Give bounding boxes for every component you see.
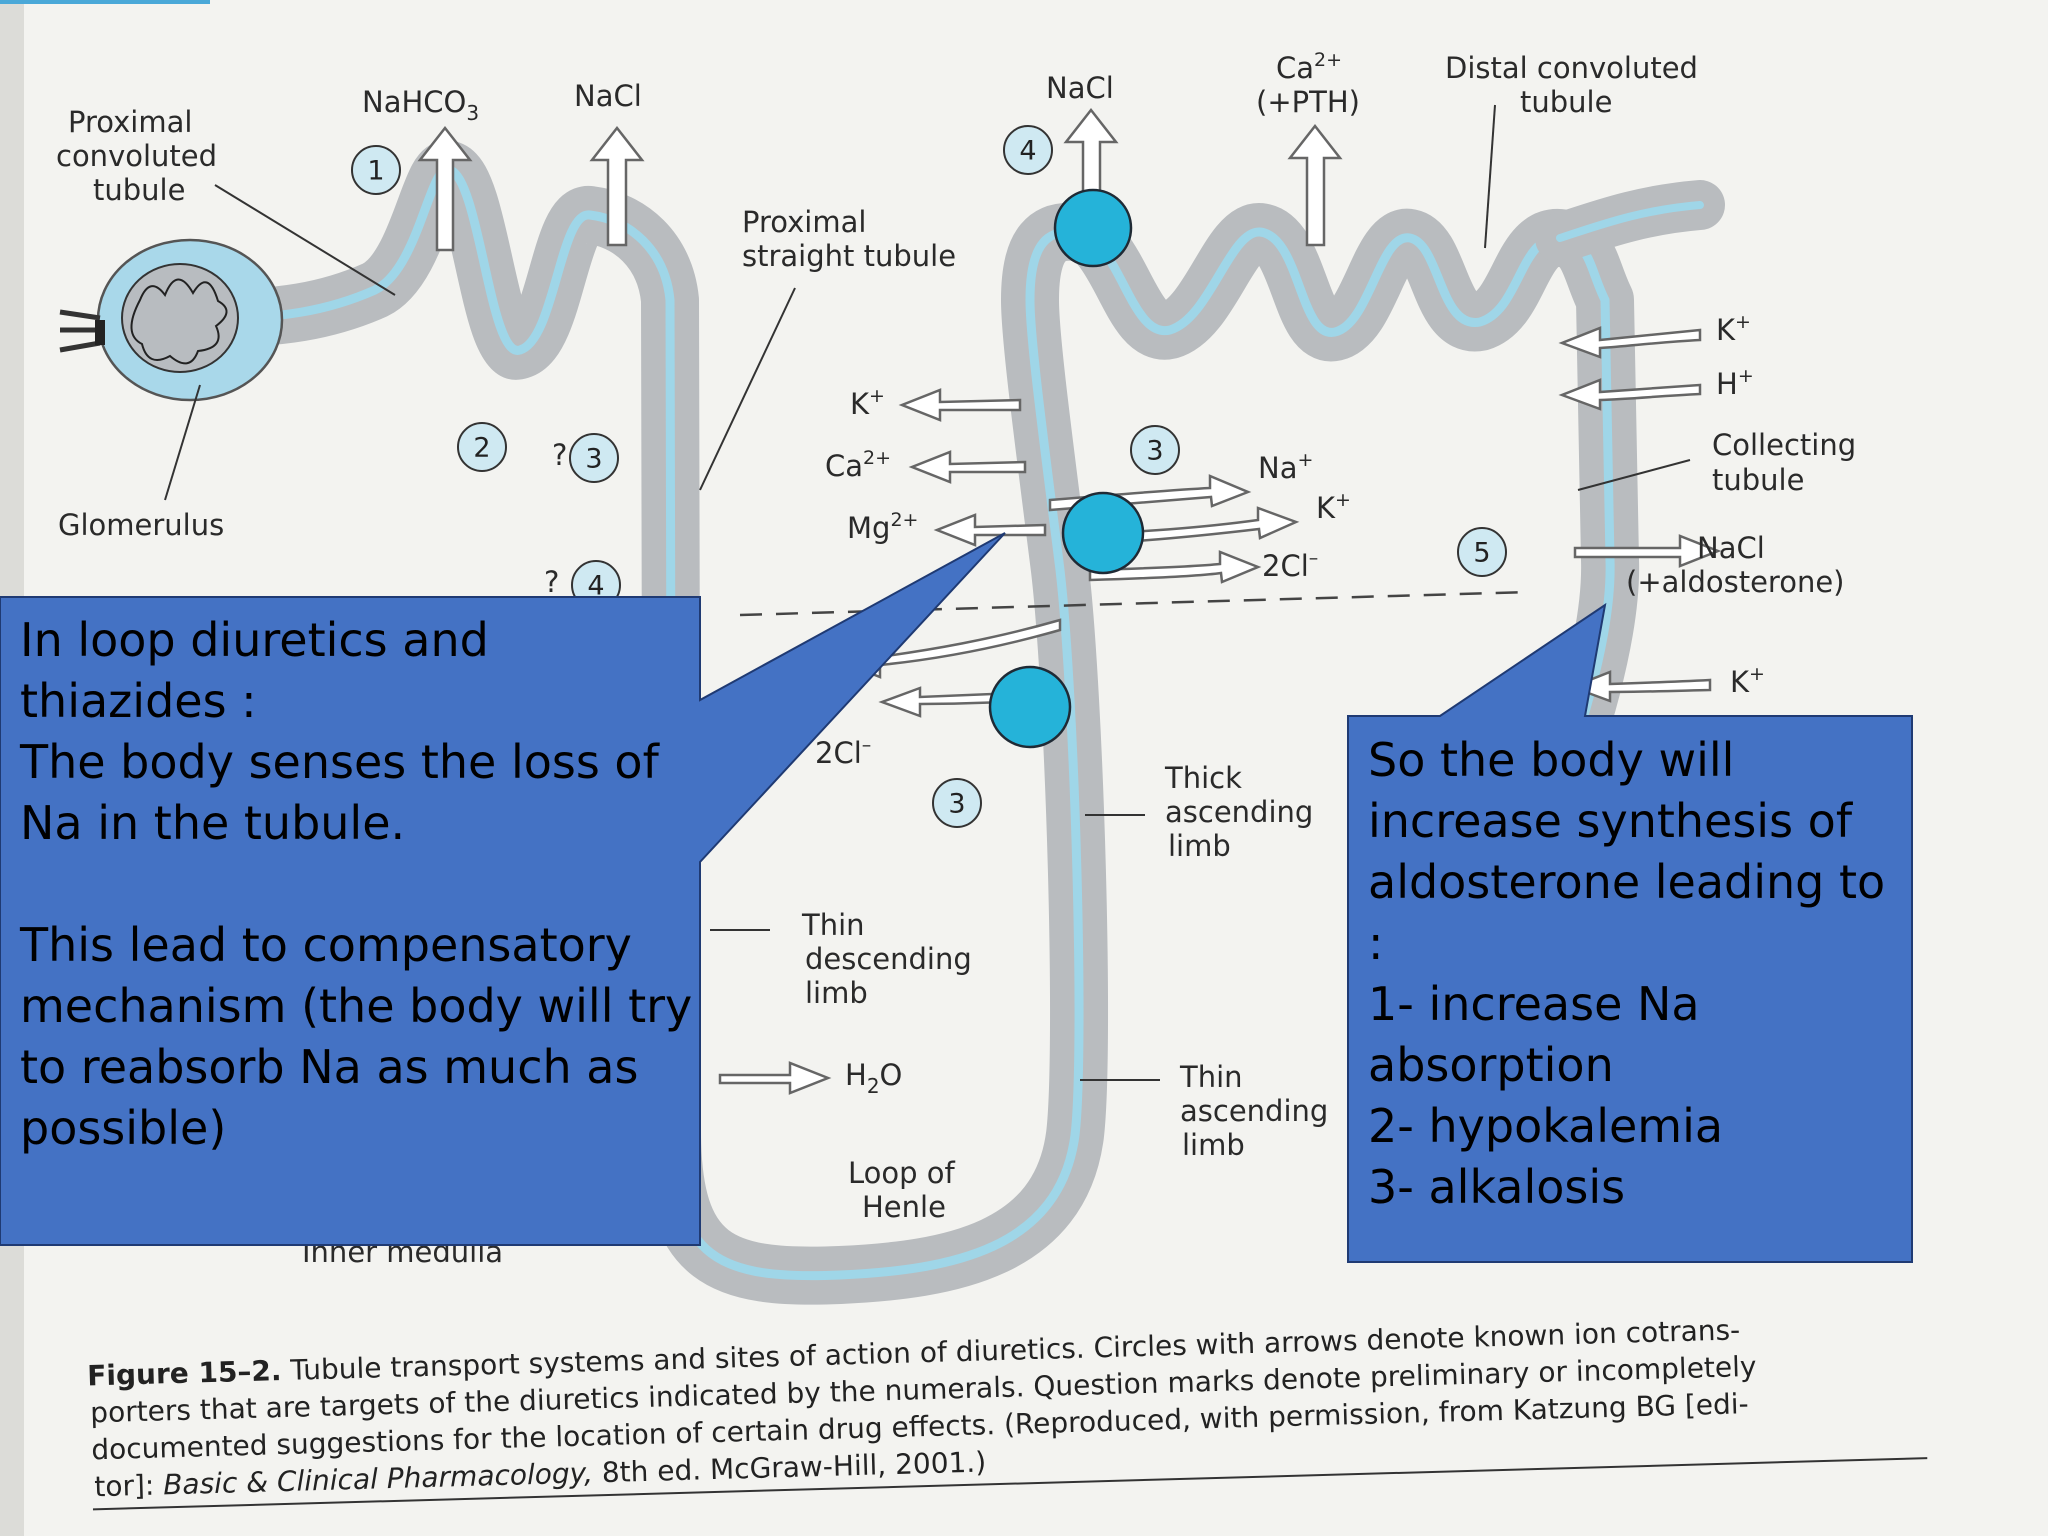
cotransporters [988, 188, 1145, 749]
svg-text:3: 3 [1146, 436, 1163, 467]
label-cl-out: 2Cl– [1262, 547, 1318, 583]
svg-text:1: 1 [367, 156, 384, 187]
transporter-thick-limb [1061, 491, 1145, 575]
drug-site-markers: 1 2 3 4 3 3 5 4 [351, 125, 1507, 828]
label-pct: Proximal convoluted tubule [56, 105, 226, 207]
transporter-lower-limb [988, 665, 1072, 749]
label-nahco3: NaHCO3 [362, 85, 479, 125]
arrow-nahco3 [417, 125, 473, 252]
arrow-cl-out [1088, 550, 1262, 584]
label-glomerulus: Glomerulus [58, 508, 224, 542]
marker-4a: 4 [1003, 125, 1053, 175]
arrow-h2o [718, 1061, 832, 1095]
label-na-out: Na+ [1258, 449, 1313, 485]
label-pth: (+PTH) [1256, 85, 1360, 119]
label-k-ct1: K+ [1716, 311, 1751, 347]
marker-3b: 3 [1130, 425, 1180, 475]
svg-text:3: 3 [948, 789, 965, 820]
marker-1: 1 [351, 145, 401, 195]
glomerulus [59, 238, 284, 402]
callout-left-text: In loop diuretics and thiazides : The bo… [20, 613, 693, 1155]
svg-text:4: 4 [1019, 136, 1036, 167]
transporter-dct [1053, 188, 1133, 268]
label-cl-lower: 2Cl– [815, 734, 871, 770]
arrow-ca-loop [908, 450, 1027, 484]
diagram-labels: Proximal convoluted tubule NaHCO3 NaCl N… [56, 49, 1865, 1269]
label-nacl-pct: NaCl [574, 79, 642, 113]
arrow-nacl-ct [1573, 534, 1722, 568]
label-k-loop: K+ [850, 385, 885, 421]
label-nacl-ct: NaCl [1697, 531, 1765, 565]
svg-text:4: 4 [587, 571, 604, 602]
marker-2: 2 [457, 422, 507, 472]
label-thin-desc: Thin descending limb [801, 908, 981, 1010]
label-dct: Distal convoluted tubule [1445, 51, 1707, 119]
svg-text:2: 2 [473, 433, 490, 464]
arrow-ca-dct [1287, 123, 1343, 247]
callout-right-text: So the body will increase synthesis of a… [1368, 733, 1886, 1214]
reabsorption-arrows [417, 107, 1343, 252]
label-nacl-dct: NaCl [1046, 71, 1114, 105]
callout-left-shape [0, 532, 1006, 1246]
label-ca-loop: Ca2+ [825, 447, 891, 483]
label-k-ct2: K+ [1730, 663, 1765, 699]
label-question-1: ? [552, 438, 567, 472]
marker-3a: 3 [569, 433, 619, 483]
label-pst: Proximal straight tubule [742, 205, 956, 273]
lateral-arrows [718, 326, 1722, 1095]
arrow-nacl-pct [589, 125, 645, 247]
label-k-out: K+ [1316, 489, 1351, 525]
label-question-2: ? [544, 565, 559, 599]
nephron-tubule [171, 140, 1725, 1305]
label-h-ct: H+ [1716, 365, 1754, 401]
label-thin-asc: Thin ascending limb [1179, 1060, 1338, 1162]
arrow-h-ct [1558, 378, 1702, 411]
cortex-medulla-boundary [739, 590, 1531, 617]
arrow-mg-loop [933, 513, 1047, 547]
marker-3c: 3 [932, 778, 982, 828]
arrow-k-loop [898, 388, 1022, 422]
label-aldosterone: (+aldosterone) [1626, 565, 1844, 599]
callout-right-shape [1347, 602, 1913, 1263]
page-top-rule [0, 0, 210, 4]
arrow-k-ct2 [1568, 670, 1712, 703]
label-loop-of-henle: Loop of Henle [848, 1156, 964, 1224]
arrow-k-ct1 [1558, 326, 1702, 359]
label-ca-dct: Ca2+ [1276, 49, 1342, 85]
leader-lines [164, 104, 1691, 1081]
svg-text:3: 3 [585, 444, 602, 475]
svg-text:5: 5 [1473, 538, 1490, 569]
label-thick-limb: Thick ascending limb [1164, 761, 1323, 863]
label-mg-loop: Mg2+ [847, 509, 918, 545]
label-ct: Collecting tubule [1712, 428, 1865, 497]
marker-5: 5 [1457, 527, 1507, 577]
label-h2o: H2O [845, 1058, 902, 1098]
